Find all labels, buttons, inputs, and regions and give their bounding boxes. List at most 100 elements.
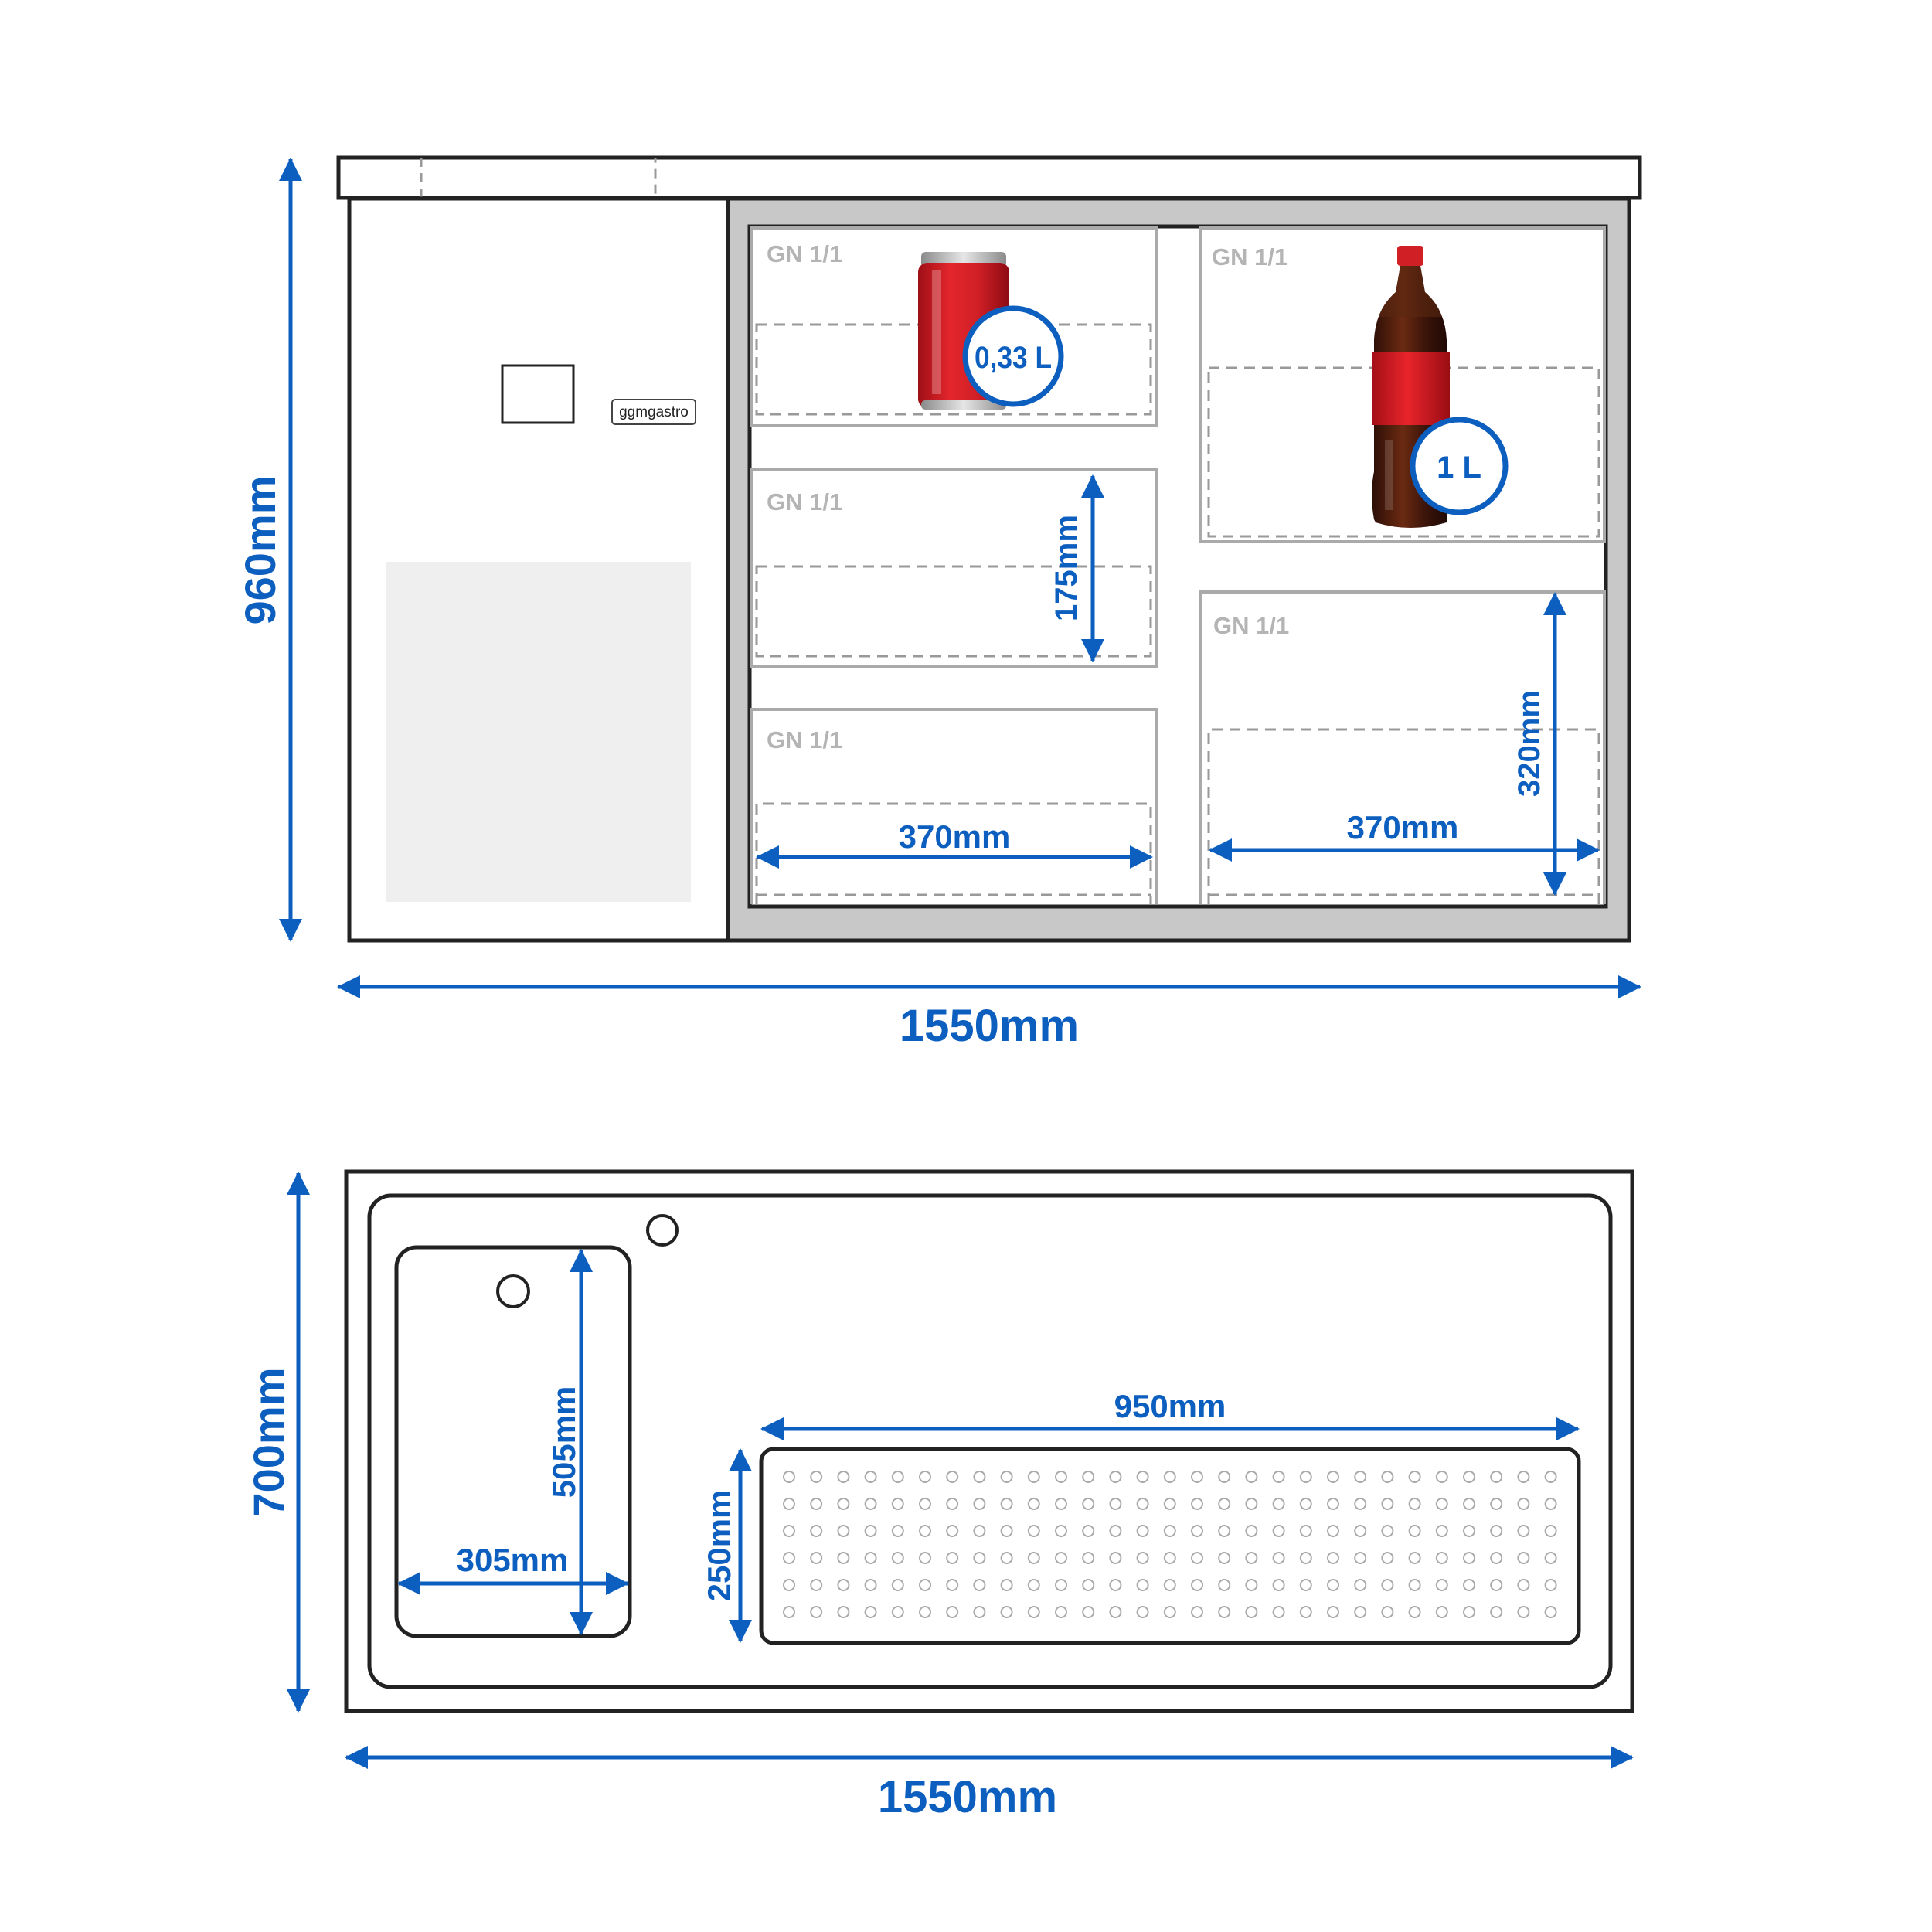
perforation-hole [1299, 1525, 1312, 1537]
perforation-hole [783, 1525, 795, 1537]
perforation-hole [1435, 1471, 1448, 1483]
perforation-hole [1435, 1498, 1448, 1510]
perforation-hole [1463, 1471, 1475, 1483]
perforation-hole [1191, 1606, 1203, 1618]
perforation-hole [919, 1498, 931, 1510]
perforation-hole [1490, 1525, 1503, 1537]
perforation-hole [1272, 1471, 1285, 1483]
perforation-hole [1490, 1471, 1503, 1483]
perforation-hole [1299, 1471, 1312, 1483]
front-width-label: 1550mm [900, 1001, 1079, 1051]
perforation-hole [1354, 1579, 1367, 1591]
bottle-volume-badge: 1 L [1410, 417, 1509, 515]
perforation-hole [1544, 1498, 1557, 1510]
perforation-hole [1272, 1498, 1285, 1510]
perforation-hole [1136, 1471, 1149, 1483]
perforation-hole [1109, 1471, 1122, 1483]
perforation-hole [1517, 1471, 1530, 1483]
perforation-hole [1463, 1498, 1475, 1510]
perforation-hole [919, 1579, 931, 1591]
perforation-hole [1354, 1606, 1367, 1618]
perforation-hole [1027, 1498, 1040, 1510]
perforation-hole [1191, 1525, 1203, 1537]
perforation-hole [1163, 1579, 1176, 1591]
perforation-hole [891, 1498, 904, 1510]
perforation-hole [1517, 1579, 1530, 1591]
top-depth-label: 700mm [244, 1367, 293, 1516]
perforation-hole [810, 1471, 823, 1483]
perforation-hole [1109, 1606, 1122, 1618]
perforation-hole [919, 1552, 931, 1564]
perforation-hole [1354, 1471, 1367, 1483]
perforation-hole [1435, 1552, 1448, 1564]
perforation-hole [1082, 1579, 1095, 1591]
perforation-hole [864, 1525, 877, 1537]
perforation-hole [1136, 1525, 1149, 1537]
perforation-hole [1272, 1525, 1285, 1537]
brand-label: ggmgastro [619, 404, 689, 420]
drip-tray [759, 1447, 1581, 1645]
perforation-hole [1027, 1606, 1040, 1618]
perforation-hole [1136, 1606, 1149, 1618]
perforation-hole [1408, 1498, 1421, 1510]
perforation-hole [1463, 1606, 1475, 1618]
perforation-hole [1408, 1552, 1421, 1564]
perforation-hole [1191, 1579, 1203, 1591]
perforation-hole [1000, 1552, 1013, 1564]
bin-right-2: GN 1/1 [1199, 590, 1606, 904]
perforation-hole [973, 1498, 986, 1510]
can-volume-badge: 0,33 L [962, 305, 1064, 407]
perforation-hole [783, 1471, 795, 1483]
perforation-hole [1163, 1498, 1176, 1510]
perforation-hole [1163, 1606, 1176, 1618]
perforation-hole [919, 1525, 931, 1537]
perforation-hole [1299, 1498, 1312, 1510]
perforation-hole [864, 1471, 877, 1483]
perforation-hole [1218, 1552, 1231, 1564]
sink-height-label: 505mm [546, 1386, 582, 1498]
perforation-hole [1055, 1498, 1067, 1510]
perforation-hole [1055, 1552, 1067, 1564]
perforation-hole [1544, 1525, 1557, 1537]
bin-width-right-label: 370mm [1347, 809, 1459, 845]
bin-label: GN 1/1 [767, 240, 842, 267]
perforation-hole [1218, 1579, 1231, 1591]
perforation-hole [1381, 1525, 1394, 1537]
perforation-hole [1544, 1606, 1557, 1618]
perforation-hole [1381, 1579, 1394, 1591]
perforation-hole [1082, 1471, 1095, 1483]
countertop [336, 155, 1642, 200]
perforation-hole [973, 1471, 986, 1483]
perforation-hole [973, 1579, 986, 1591]
drain-hole-icon [496, 1274, 530, 1308]
perforation-hole [837, 1552, 850, 1564]
perforation-hole [919, 1471, 931, 1483]
bin-left-3: GN 1/1 [750, 708, 1158, 904]
bin-height-small-label: 175mm [1049, 515, 1083, 621]
perforation-hole [1109, 1525, 1122, 1537]
tap-hole-icon [646, 1214, 679, 1247]
perforation-hole [810, 1498, 823, 1510]
perforation-hole [1245, 1525, 1258, 1537]
perforation-hole [946, 1579, 959, 1591]
perforation-hole [946, 1606, 959, 1618]
bin-label: GN 1/1 [1213, 612, 1289, 639]
perforation-hole [1136, 1552, 1149, 1564]
perforation-hole [1381, 1552, 1394, 1564]
perforation-hole [891, 1579, 904, 1591]
perforation-hole [1163, 1525, 1176, 1537]
perforation-hole [783, 1498, 795, 1510]
perforation-hole [837, 1579, 850, 1591]
perforation-hole [1245, 1471, 1258, 1483]
perforation-hole [1381, 1471, 1394, 1483]
perforation-hole [891, 1606, 904, 1618]
control-panel [501, 364, 575, 424]
bin-width-left-label: 370mm [899, 818, 1011, 855]
can-volume: 0,33 L [975, 341, 1052, 375]
drip-tray-perforations [783, 1471, 1557, 1618]
perforation-hole [1327, 1498, 1339, 1510]
perforation-hole [810, 1525, 823, 1537]
perforation-hole [1245, 1579, 1258, 1591]
perforation-hole [864, 1606, 877, 1618]
